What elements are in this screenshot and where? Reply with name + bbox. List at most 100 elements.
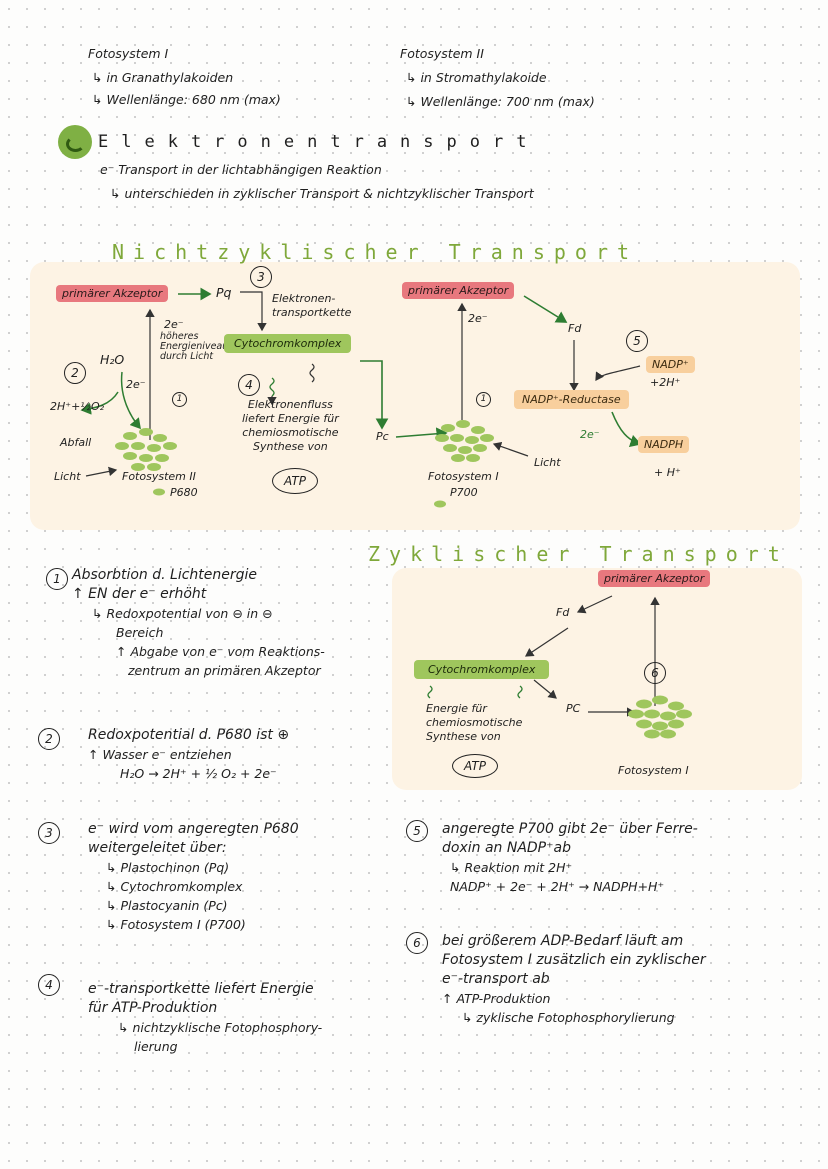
arrow-cyclic-cytochrom-pc [533, 679, 557, 699]
abfall-label: Abfall [60, 436, 92, 449]
h2o-label: H₂O [100, 352, 125, 367]
note-1: Absorbtion d. Lichtenergie ↑ EN der e⁻ e… [72, 566, 325, 680]
two-e-up-left: 2e⁻ [164, 318, 184, 331]
fs2-location: ↳ in Stromathylakoide [406, 70, 547, 85]
note-4-line-1: e⁻-transportkette liefert Energie [88, 981, 314, 997]
water-products: 2H⁺+½O₂ [50, 400, 105, 413]
cyclic-title: Zyklischer Transport [368, 542, 789, 566]
note-3-marker: 3 [38, 822, 60, 844]
heading-arrow-icon [66, 136, 85, 152]
note-3-line-5: ↳ Plastocyanin (Pc) [106, 898, 228, 913]
note-1-line-1: Absorbtion d. Lichtenergie [72, 567, 258, 583]
energy-note: höheres Energieniveau durch Licht [160, 331, 229, 362]
note-5-line-1: angeregte P700 gibt 2e⁻ über Ferre- [442, 821, 698, 837]
fs2-title: Fotosystem II [400, 46, 484, 61]
ps2-label: Fotosystem II [122, 470, 196, 483]
arrow-cyclic-acceptor-fd [576, 595, 613, 614]
note-3-line-1: e⁻ wird vom angeregten P680 [88, 821, 299, 837]
note-1-line-4: Bereich [116, 625, 164, 640]
step-5-marker: 5 [626, 330, 648, 352]
note-2-line-2: ↑ Wasser e⁻ entziehen [88, 747, 232, 762]
nadph-label: NADPH [638, 436, 690, 453]
ps1-label: Fotosystem I [428, 470, 499, 483]
note-1-line-5: ↑ Abgabe von e⁻ vom Reaktions- [116, 644, 325, 659]
primary-acceptor-left: primärer Akzeptor [56, 285, 169, 302]
cyclic-ps1-label: Fotosystem I [618, 764, 689, 777]
cyclic-energy-text: Energie für chemiosmotische Synthese von [426, 702, 523, 743]
arrow-cytochrom-pc [360, 360, 389, 430]
fs2-wavelength: ↳ Wellenlänge: 700 nm (max) [406, 94, 595, 109]
arrow-pq-cytochrom [240, 291, 267, 332]
two-e-right: 2e⁻ [468, 312, 488, 325]
fs1-title: Fotosystem I [88, 46, 169, 61]
cyclic-panel [392, 568, 802, 790]
cyclic-pc-label: PC [566, 702, 581, 715]
h-plus-label: + H⁺ [654, 466, 681, 479]
arrow-products [80, 391, 119, 415]
noncyclic-title: Nichtzyklischer Transport [112, 240, 639, 264]
note-5-line-3: ↳ Reaktion mit 2H⁺ [450, 860, 573, 875]
heading-line2: ↳ unterschieden in zyklischer Transport … [110, 186, 534, 201]
primary-acceptor-right: primärer Akzeptor [402, 282, 515, 299]
note-5-line-4: NADP⁺ + 2e⁻ + 2H⁺ → NADPH+H⁺ [450, 879, 665, 894]
ps1-granules [435, 420, 494, 462]
electron-flow-text: Elektronenfluss liefert Energie für chem… [242, 398, 339, 453]
step-4-marker: 4 [238, 374, 260, 396]
p700-dot [434, 500, 446, 508]
arrow-acceptor-fd [523, 295, 568, 323]
note-2: Redoxpotential d. P680 ist ⊕ ↑ Wasser e⁻… [88, 726, 289, 783]
two-e-reductase: 2e⁻ [580, 428, 600, 441]
cyclic-fd-label: Fd [556, 606, 570, 619]
note-4-marker: 4 [38, 974, 60, 996]
note-4-line-3: ↳ nichtzyklische Fotophosphory- [118, 1020, 323, 1035]
note-6: bei größerem ADP-Bedarf läuft am Fotosys… [442, 932, 706, 1027]
note-3: e⁻ wird vom angeregten P680 weitergeleit… [88, 820, 299, 934]
arrow-light-right [492, 441, 529, 457]
step-3-marker: 3 [250, 266, 272, 288]
light-left: Licht [54, 470, 81, 483]
note-6-line-1: bei größerem ADP-Bedarf läuft am [442, 933, 684, 949]
note-3-line-3: ↳ Plastochinon (Pq) [106, 860, 230, 875]
noncyclic-panel [30, 262, 800, 530]
note-1-line-3: ↳ Redoxpotential von ⊖ in ⊖ [92, 606, 273, 621]
nadp-plus: NADP⁺ [646, 356, 695, 373]
fs1-wavelength: ↳ Wellenlänge: 680 nm (max) [92, 92, 281, 107]
cytochrom-complex: Cytochromkomplex [224, 334, 352, 353]
note-6-line-3: e⁻-transport ab [442, 971, 550, 987]
note-6-marker: 6 [406, 932, 428, 954]
atp-left: ATP [272, 468, 318, 494]
energy-wave-2 [309, 363, 315, 383]
note-5-line-2: doxin an NADP⁺ab [442, 840, 571, 856]
note-1-marker: 1 [46, 568, 68, 590]
note-4-line-4: lierung [134, 1039, 178, 1054]
note-4-line-2: für ATP-Produktion [88, 1000, 218, 1016]
two-e-side: 2e⁻ [126, 378, 146, 391]
pq-label: Pq [216, 285, 232, 300]
energy-wave-3 [427, 685, 433, 699]
arrow-nadp-reductase [595, 365, 641, 381]
fd-label: Fd [568, 322, 582, 335]
note-2-line-3: H₂O → 2H⁺ + ½ O₂ + 2e⁻ [120, 766, 277, 781]
energy-wave-4 [517, 685, 523, 699]
note-4: e⁻-transportkette liefert Energie für AT… [88, 980, 322, 1056]
ps2-granules [115, 428, 177, 471]
note-5-marker: 5 [406, 820, 428, 842]
note-2-line-1: Redoxpotential d. P680 ist ⊕ [88, 727, 290, 743]
arrow-pc-ps1 [395, 427, 448, 441]
arrow-cyclic-fd-cytochrom [525, 627, 569, 657]
note-3-line-6: ↳ Fotosystem I (P700) [106, 917, 246, 932]
nadp-reductase: NADP⁺-Reductase [514, 390, 629, 409]
cyclic-primary-acceptor: primärer Akzeptor [598, 570, 711, 587]
cyclic-cytochrom: Cytochromkomplex [414, 660, 550, 679]
heading-line1: e⁻ Transport in der lichtabhängigen Reak… [100, 162, 382, 177]
note-5: angeregte P700 gibt 2e⁻ über Ferre- doxi… [442, 820, 698, 896]
light-right: Licht [534, 456, 561, 469]
note-3-line-2: weitergeleitet über: [88, 840, 227, 856]
step-1-left-marker: 1 [172, 392, 187, 407]
arrow-reductase-nadph [611, 411, 642, 448]
nadp-2h: +2H⁺ [650, 376, 681, 389]
p680-label: P680 [170, 486, 198, 499]
note-2-marker: 2 [38, 728, 60, 750]
fs1-location: ↳ in Granathylakoiden [92, 70, 234, 85]
